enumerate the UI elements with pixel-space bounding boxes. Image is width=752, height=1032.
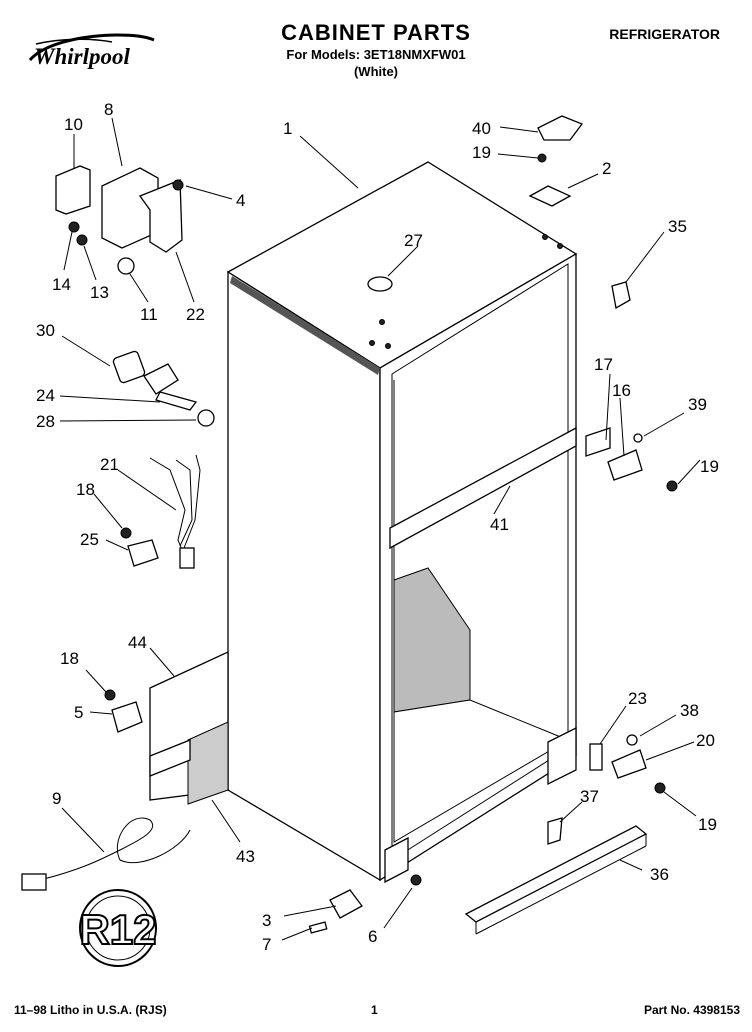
callout-44: 44 — [128, 633, 147, 652]
callout-5: 5 — [74, 703, 83, 722]
callout-35: 35 — [668, 217, 687, 236]
page-title: CABINET PARTS — [281, 20, 471, 45]
callout-18b: 18 — [60, 649, 79, 668]
callout-36: 36 — [650, 865, 669, 884]
model-number: For Models: 3ET18NMXFW01 — [286, 47, 466, 62]
callout-41: 41 — [490, 515, 509, 534]
footer-litho: 11–98 Litho in U.S.A. (RJS) — [14, 1003, 167, 1017]
callout-27: 27 — [404, 231, 423, 250]
whirlpool-logo — [28, 33, 155, 62]
callout-18: 18 — [76, 480, 95, 499]
hinge-parts — [308, 115, 678, 935]
callout-8: 8 — [104, 100, 113, 119]
callout-14: 14 — [52, 275, 71, 294]
callout-3: 3 — [262, 911, 271, 930]
callout-labels: 1 40 19 2 35 27 10 8 4 14 13 11 22 30 24… — [36, 100, 719, 954]
callout-23: 23 — [628, 689, 647, 708]
callout-1: 1 — [283, 119, 292, 138]
callout-13: 13 — [90, 283, 109, 302]
callout-10: 10 — [64, 115, 83, 134]
callout-11: 11 — [140, 305, 158, 324]
electrical-parts — [55, 165, 215, 733]
callout-7: 7 — [262, 935, 271, 954]
callout-16: 16 — [612, 381, 631, 400]
product-category: REFRIGERATOR — [609, 26, 720, 42]
brand-name: Whirlpool — [34, 44, 130, 69]
callout-2: 2 — [602, 159, 611, 178]
callout-43: 43 — [236, 847, 255, 866]
callout-19b: 19 — [700, 457, 719, 476]
callout-39: 39 — [688, 395, 707, 414]
callout-37: 37 — [580, 787, 599, 806]
leader-lines — [59, 117, 701, 941]
callout-6: 6 — [368, 927, 377, 946]
callout-38: 38 — [680, 701, 699, 720]
callout-28: 28 — [36, 412, 55, 431]
power-cord — [21, 817, 191, 891]
r12-badge: R12 — [78, 889, 158, 967]
callout-22: 22 — [186, 305, 205, 324]
callout-24: 24 — [36, 386, 55, 405]
badge-text: R12 — [79, 906, 156, 953]
callout-21: 21 — [100, 455, 119, 474]
callout-40: 40 — [472, 119, 491, 138]
callout-30: 30 — [36, 321, 55, 340]
cabinet — [226, 161, 578, 884]
callout-19c: 19 — [698, 815, 717, 834]
callout-4: 4 — [236, 191, 245, 210]
callout-19: 19 — [472, 143, 491, 162]
callout-17: 17 — [594, 355, 613, 374]
part-number: Part No. 4398153 — [643, 1003, 740, 1017]
page-number: 1 — [371, 1003, 378, 1017]
callout-9: 9 — [52, 789, 61, 808]
rear-panel — [149, 650, 229, 805]
callout-20: 20 — [696, 731, 715, 750]
model-color: (White) — [353, 64, 399, 79]
callout-25: 25 — [80, 530, 99, 549]
